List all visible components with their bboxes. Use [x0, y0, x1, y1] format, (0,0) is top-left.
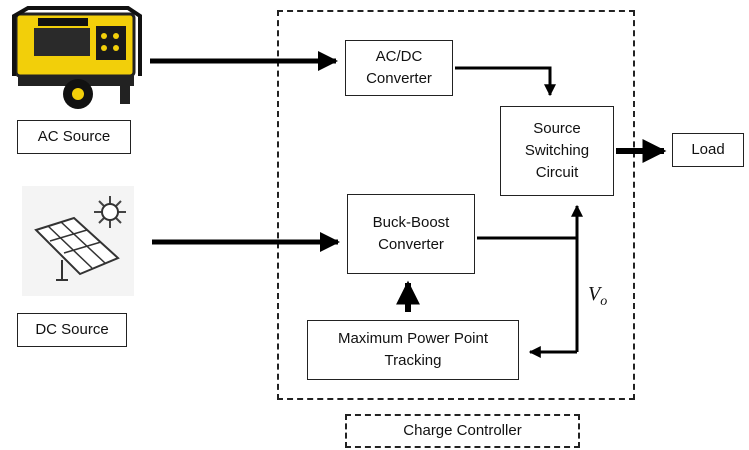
generator-icon [8, 4, 144, 112]
vo-label: Vo [588, 283, 607, 310]
solar-panel-icon [22, 186, 134, 296]
dc-source-label: DC Source [17, 313, 127, 347]
buck-boost-converter-block: Buck-Boost Converter [347, 194, 475, 274]
charge-controller-label: Charge Controller [345, 414, 580, 448]
source-switching-circuit-block: Source Switching Circuit [500, 106, 614, 196]
ac-source-label: AC Source [17, 120, 131, 154]
charge-controller-boundary [277, 10, 635, 400]
vo-subscript: o [600, 294, 608, 309]
vo-symbol: V [588, 283, 601, 305]
acdc-converter-block: AC/DC Converter [345, 40, 453, 96]
load-block: Load [672, 133, 744, 167]
acdc-to-switching-arrow [455, 66, 556, 97]
mppt-block: Maximum Power Point Tracking [307, 320, 519, 380]
